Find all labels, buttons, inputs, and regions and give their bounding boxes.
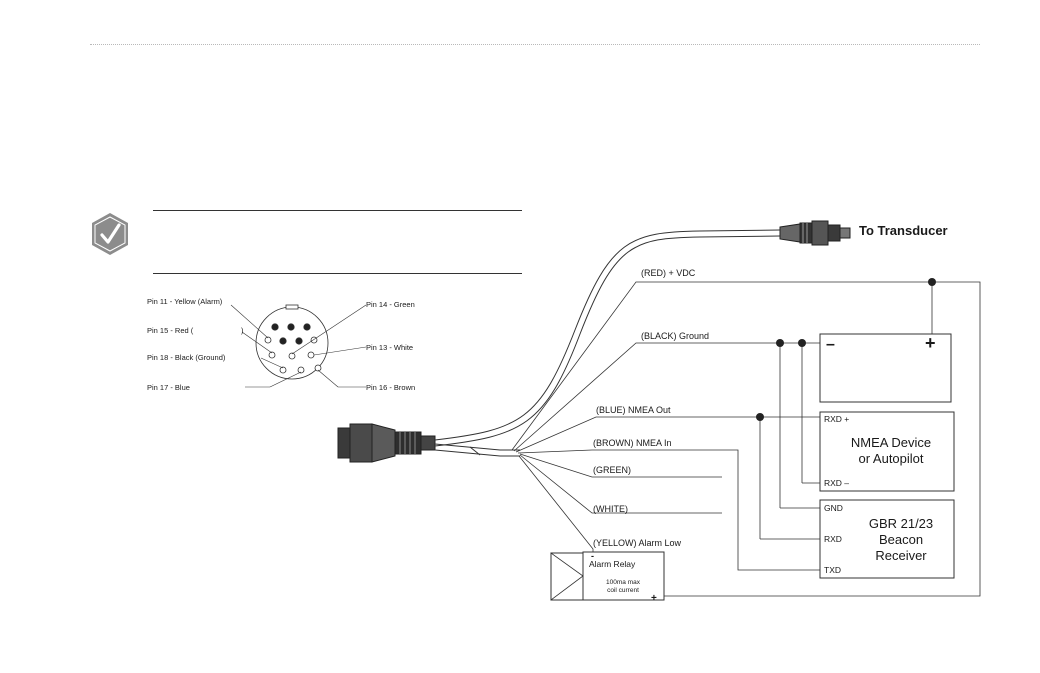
harness-connector	[337, 423, 436, 463]
wire-brown-label: (BROWN) NMEA In	[593, 438, 672, 448]
pin	[271, 323, 279, 331]
gbr-gnd: GND	[824, 503, 843, 513]
nmea-title-line1: NMEA Device	[851, 435, 931, 450]
wire-labels: (RED) + VDC (BLACK) Ground (BLUE) NMEA O…	[593, 268, 709, 548]
relay-title: Alarm Relay	[589, 559, 636, 569]
gbr-rxd: RXD	[824, 534, 842, 544]
alarm-relay: - Alarm Relay 100ma max coil current +	[550, 551, 665, 604]
nmea-rxd-minus: RXD –	[824, 478, 849, 488]
power-source-box: – +	[819, 333, 952, 403]
wire-black-label: (BLACK) Ground	[641, 331, 709, 341]
gbr-receiver-box: GND RXD TXD GBR 21/23 Beacon Receiver	[819, 499, 955, 579]
pin	[279, 366, 287, 374]
junction-dot	[928, 278, 936, 286]
transducer-plug	[779, 220, 851, 246]
pin	[314, 364, 322, 372]
note-top-rule	[153, 210, 522, 211]
pin15-label-close: )	[241, 326, 244, 335]
note-bottom-rule	[153, 273, 522, 274]
junction-dots	[756, 278, 936, 421]
header-divider	[90, 44, 980, 45]
pin	[297, 366, 305, 374]
wires	[511, 281, 981, 597]
pin13-label: Pin 13 - White	[366, 343, 413, 352]
wire-blue-label: (BLUE) NMEA Out	[596, 405, 671, 415]
pin11-label: Pin 11 - Yellow (Alarm)	[147, 297, 223, 306]
pin-leader-lines	[230, 304, 367, 388]
pin15-label: Pin 15 - Red (	[147, 326, 194, 335]
pinout-connector	[255, 304, 329, 380]
pin-labels: Pin 11 - Yellow (Alarm) Pin 15 - Red ( )…	[147, 297, 415, 392]
wire-yellow-label: (YELLOW) Alarm Low	[593, 538, 682, 548]
pin	[287, 323, 295, 331]
pin14-label: Pin 14 - Green	[366, 300, 415, 309]
relay-spec-line2: coil current	[607, 587, 639, 594]
gbr-title-line2: Beacon	[879, 532, 923, 547]
pin	[303, 323, 311, 331]
pin18-label: Pin 18 - Black (Ground)	[147, 353, 226, 362]
harness-cable	[434, 443, 520, 457]
pin	[268, 351, 276, 359]
junction-dot	[776, 339, 784, 347]
transducer-cable	[434, 229, 781, 447]
junction-dot	[798, 339, 806, 347]
transducer-label: To Transducer	[859, 223, 948, 238]
wire-white-label: (WHITE)	[593, 504, 628, 514]
nmea-title-line2: or Autopilot	[858, 451, 923, 466]
pin	[279, 337, 287, 345]
relay-plus: +	[651, 593, 657, 604]
pin	[295, 337, 303, 345]
connector-pins	[264, 323, 322, 374]
gbr-title-line1: GBR 21/23	[869, 516, 933, 531]
nmea-device-box: RXD + RXD – NMEA Device or Autopilot	[819, 411, 955, 492]
pin	[307, 351, 315, 359]
pin	[288, 352, 296, 360]
power-minus: –	[826, 336, 835, 353]
nmea-rxd-plus: RXD +	[824, 414, 849, 424]
gbr-title-line3: Receiver	[875, 548, 927, 563]
pin17-label: Pin 17 - Blue	[147, 383, 190, 392]
checkmark-note-icon	[92, 213, 128, 255]
pin16-label: Pin 16 - Brown	[366, 383, 415, 392]
power-plus: +	[925, 333, 936, 353]
pin	[264, 336, 272, 344]
relay-minus: -	[591, 551, 594, 561]
junction-dot	[756, 413, 764, 421]
wire-green-label: (GREEN)	[593, 465, 631, 475]
relay-spec-line1: 100ma max	[606, 579, 641, 586]
gbr-txd: TXD	[824, 565, 841, 575]
wire-red-label: (RED) + VDC	[641, 268, 696, 278]
